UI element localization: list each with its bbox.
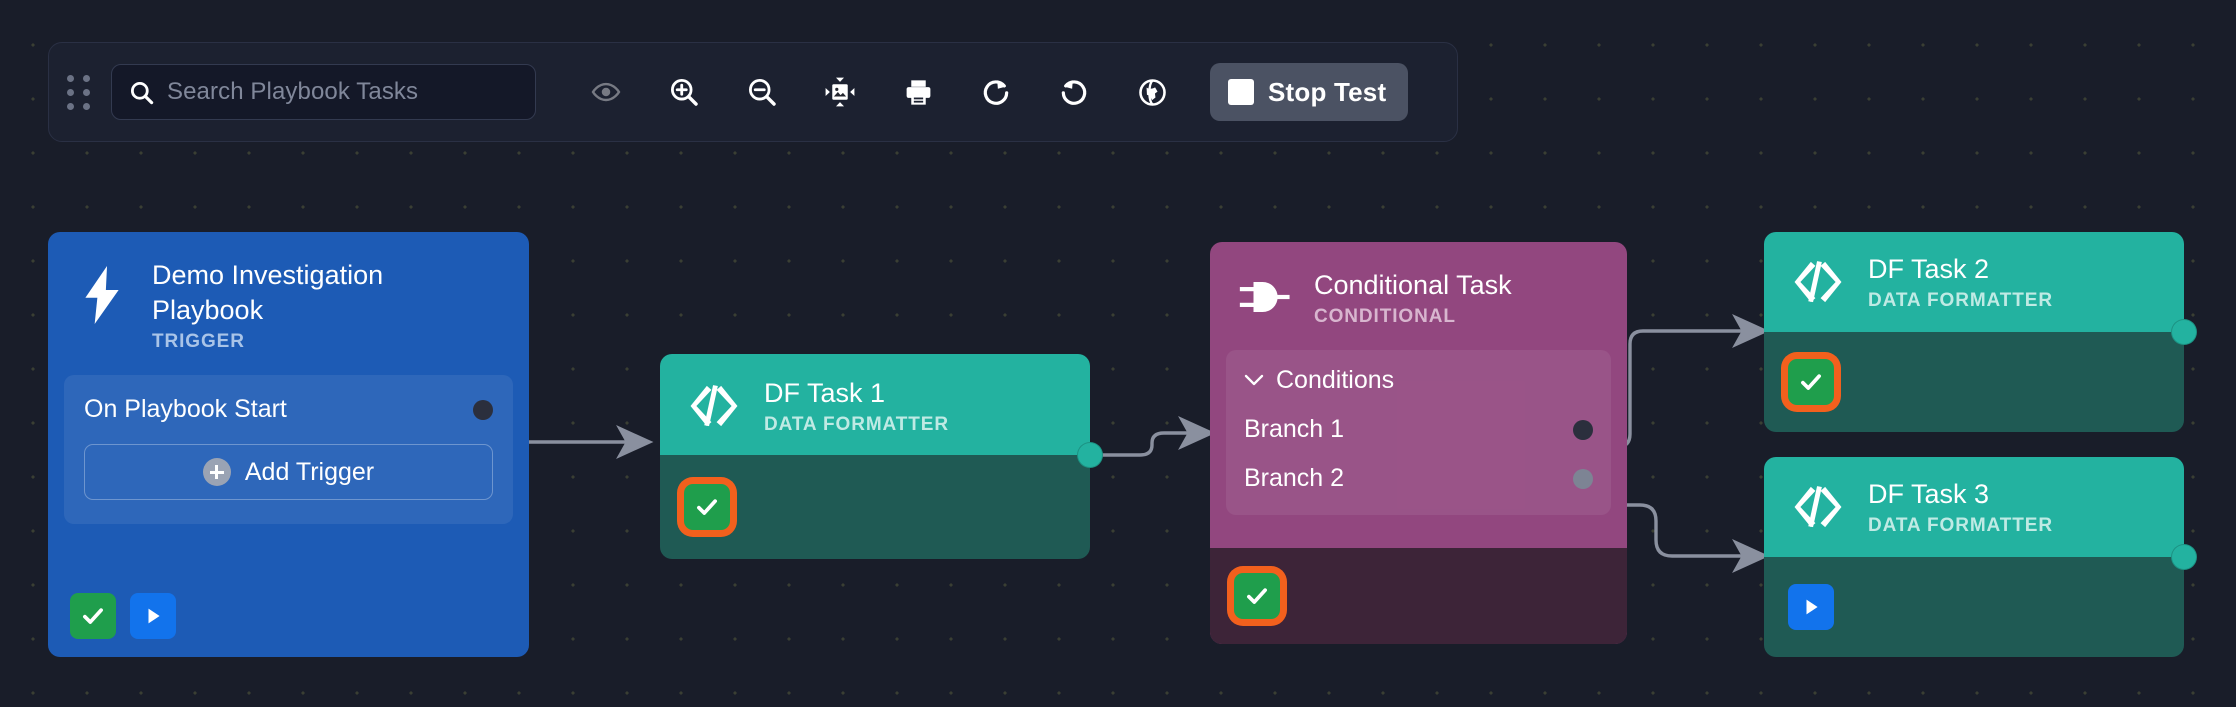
redo-button[interactable]	[968, 64, 1024, 120]
search-input[interactable]	[167, 78, 519, 106]
edge-df1-to-conditional	[1090, 416, 1216, 457]
status-run-chip[interactable]	[1788, 584, 1834, 630]
globe-icon	[1138, 78, 1166, 106]
node-header: Demo Investigation Playbook TRIGGER	[48, 232, 529, 353]
play-icon	[1806, 599, 1818, 615]
output-port-branch-2[interactable]	[1573, 468, 1593, 489]
eye-icon-button[interactable]	[578, 64, 634, 120]
node-df-task-2[interactable]: DF Task 2 DATA FORMATTER	[1764, 232, 2197, 432]
output-port-df-task-1[interactable]	[1077, 442, 1103, 468]
node-subtitle: TRIGGER	[152, 331, 245, 352]
node-footer	[660, 455, 1090, 559]
playbook-toolbar: Stop Test	[48, 42, 1458, 142]
undo-button[interactable]	[1046, 64, 1102, 120]
check-icon	[697, 499, 717, 515]
drag-dots-icon	[66, 74, 90, 110]
node-body	[660, 455, 1090, 559]
check-icon	[1801, 374, 1821, 390]
node-trigger[interactable]: Demo Investigation Playbook TRIGGER On P…	[48, 232, 529, 657]
on-playbook-start-row[interactable]: On Playbook Start	[84, 395, 493, 424]
globe-button[interactable]	[1124, 64, 1180, 120]
node-header: DF Task 3 DATA FORMATTER	[1764, 457, 2184, 557]
zoom-out-icon	[749, 79, 776, 106]
zoom-out-button[interactable]	[734, 64, 790, 120]
branch-2-label: Branch 2	[1244, 464, 1345, 492]
search-icon	[130, 81, 154, 104]
node-title: DF Task 3	[1868, 479, 1990, 509]
conditions-toggle[interactable]: Conditions	[1244, 366, 1593, 395]
code-brackets-icon	[1790, 252, 1846, 304]
logic-gate-icon	[1236, 268, 1292, 318]
fit-to-screen-icon	[825, 77, 855, 107]
node-title: DF Task 1	[764, 378, 886, 408]
conditions-panel: Conditions Branch 1 Branch 2	[1226, 350, 1611, 515]
node-header: DF Task 1 DATA FORMATTER	[660, 354, 1090, 455]
check-icon	[1247, 588, 1267, 604]
trigger-panel: On Playbook Start Add Trigger	[64, 375, 513, 524]
status-run-chip[interactable]	[130, 593, 176, 639]
status-check-chip[interactable]	[70, 593, 116, 639]
add-trigger-label: Add Trigger	[244, 457, 375, 486]
eye-icon	[591, 82, 621, 102]
zoom-in-icon	[671, 79, 698, 106]
node-footer	[1210, 548, 1627, 644]
status-check-chip[interactable]	[1788, 359, 1834, 405]
lightning-bolt-icon	[74, 258, 130, 324]
search-field-wrapper[interactable]	[111, 64, 536, 120]
node-body	[1764, 557, 2184, 657]
node-title: Demo Investigation Playbook	[152, 260, 384, 325]
toolbar-drag-handle[interactable]	[49, 43, 107, 141]
check-icon	[83, 608, 103, 624]
node-footer	[1764, 557, 2184, 657]
node-header: DF Task 2 DATA FORMATTER	[1764, 232, 2184, 332]
node-footer	[1764, 332, 2184, 432]
fit-to-screen-button[interactable]	[812, 64, 868, 120]
node-subtitle: CONDITIONAL	[1314, 306, 1456, 327]
on-playbook-start-label: On Playbook Start	[84, 395, 287, 423]
node-subtitle: DATA FORMATTER	[764, 414, 949, 435]
output-port-df-task-3[interactable]	[2171, 544, 2197, 570]
play-icon	[148, 608, 160, 624]
zoom-in-button[interactable]	[656, 64, 712, 120]
print-button[interactable]	[890, 64, 946, 120]
stop-test-button[interactable]: Stop Test	[1210, 63, 1409, 121]
plus-icon	[202, 458, 231, 486]
node-title: Conditional Task	[1314, 270, 1512, 300]
node-subtitle: DATA FORMATTER	[1868, 290, 2053, 311]
stop-square-icon	[1228, 79, 1254, 105]
undo-icon	[1061, 80, 1087, 105]
node-title: DF Task 2	[1868, 254, 1990, 284]
code-brackets-icon	[1790, 477, 1846, 529]
output-port-on-playbook-start[interactable]	[473, 399, 493, 420]
redo-icon	[983, 80, 1009, 105]
node-footer	[48, 575, 529, 657]
add-trigger-button[interactable]: Add Trigger	[84, 444, 493, 500]
branch-1-label: Branch 1	[1244, 415, 1345, 443]
stop-test-label: Stop Test	[1268, 76, 1387, 107]
output-port-df-task-2[interactable]	[2171, 319, 2197, 345]
branch-row-1[interactable]: Branch 1	[1244, 415, 1593, 444]
status-check-chip[interactable]	[684, 484, 730, 530]
node-subtitle: DATA FORMATTER	[1868, 515, 2053, 536]
branch-row-2[interactable]: Branch 2	[1244, 464, 1593, 493]
node-df-task-3[interactable]: DF Task 3 DATA FORMATTER	[1764, 457, 2197, 657]
code-brackets-icon	[686, 376, 742, 428]
node-body	[1764, 332, 2184, 432]
output-port-branch-1[interactable]	[1573, 419, 1593, 440]
print-icon	[906, 79, 930, 105]
node-header: Conditional Task CONDITIONAL	[1210, 242, 1627, 328]
conditions-label: Conditions	[1276, 366, 1395, 394]
node-df-task-1[interactable]: DF Task 1 DATA FORMATTER	[660, 354, 1103, 559]
chevron-down-icon	[1244, 374, 1264, 386]
status-check-chip[interactable]	[1234, 573, 1280, 619]
toolbar-icon-group	[578, 64, 1180, 120]
node-conditional-task[interactable]: Conditional Task CONDITIONAL Conditions …	[1210, 242, 1627, 644]
